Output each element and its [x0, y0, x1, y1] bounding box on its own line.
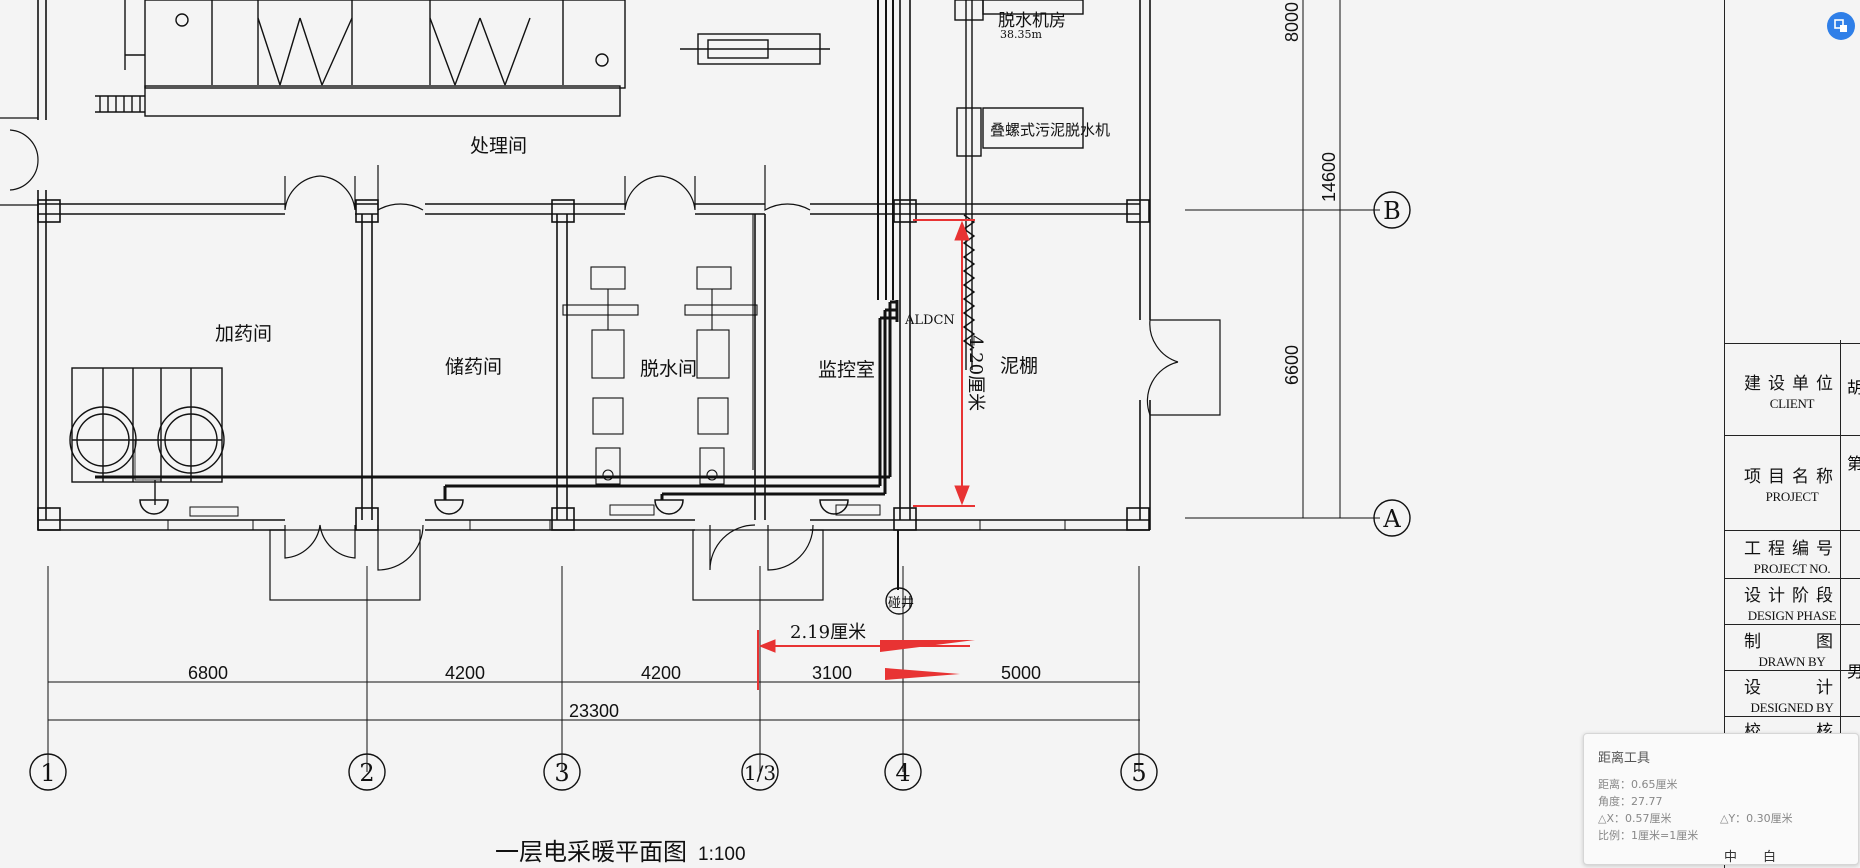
title-block-row-drawn-by: 制 图 DRAWN BY: [1724, 624, 1860, 671]
axis-label-a: A: [1382, 505, 1401, 533]
title-block-value-client: 胡: [1847, 378, 1860, 397]
title-block-label-zh: 工程编号: [1744, 538, 1840, 559]
measure-tool-scale: 比例：1厘米=1厘米: [1598, 829, 1699, 842]
dimension-lines: [47, 0, 1380, 772]
dim-bottom-2: 4200: [445, 663, 485, 683]
title-block-label-zh: 设计阶段: [1744, 585, 1840, 606]
axis-label-1: 1: [40, 759, 55, 787]
measure-label-vertical: 4.20厘米: [965, 335, 986, 411]
room-label-shed: 泥棚: [1000, 355, 1038, 377]
app-switch-button[interactable]: [1827, 12, 1855, 40]
measure-tool-dx: △X：0.57厘米: [1598, 812, 1672, 825]
title-block-value-column: 胡 第 男: [1840, 340, 1860, 760]
dim-total: 23300: [569, 701, 619, 721]
screw-press: [954, 0, 1084, 370]
dim-right-2: 14600: [1319, 152, 1339, 202]
dim-bottom-1: 6800: [188, 663, 228, 683]
measure-tool-dy: △Y：0.30厘米: [1720, 812, 1793, 825]
dim-right-3: 6600: [1282, 345, 1302, 385]
pipes: [95, 0, 899, 590]
dim-bottom-4: 3100: [812, 663, 852, 683]
axis-label-1-3: 1/3: [744, 761, 776, 785]
measure-tool-panel[interactable]: 距离工具 距离：0.65厘米 角度：27.77 △X：0.57厘米 △Y：0.3…: [1583, 733, 1859, 865]
measure-overlay: [757, 219, 975, 690]
dim-bottom-3: 4200: [641, 663, 681, 683]
title-block-label-zh: 项目名称: [1744, 467, 1840, 487]
trench-label: 碰井: [888, 596, 914, 611]
walls: [37, 0, 1151, 531]
title-block-row-project: 项目名称 PROJECT: [1724, 435, 1860, 531]
title-block-label-zh: 设 计: [1744, 677, 1840, 698]
measure-label-horizontal: 2.19厘米: [790, 622, 866, 643]
title-block-row-client: 建设单位 CLIENT: [1724, 343, 1860, 436]
title-block-label-zh: 建设单位: [1744, 373, 1840, 394]
title-block-value-project: 第: [1847, 454, 1860, 473]
room-label-dewater-machine: 脱水机房: [998, 11, 1066, 31]
title-block-row-design-phase: 设计阶段 DESIGN PHASE: [1724, 578, 1860, 625]
title-block-label-zh: 制 图: [1744, 631, 1840, 652]
treatment-tanks: [95, 0, 830, 117]
doors: [0, 117, 1221, 601]
room-label-treatment: 处理间: [470, 135, 527, 157]
title-block-label-en: CLIENT: [1769, 395, 1815, 411]
title-block-label-en: DESIGN PHASE: [1747, 607, 1837, 623]
room-label-storage: 储药间: [445, 356, 502, 378]
room-label-monitor: 监控室: [818, 359, 875, 381]
title-block-row-designed-by: 设 计 DESIGNED BY: [1724, 670, 1860, 717]
equipment-label-screw-press: 叠螺式污泥脱水机: [990, 121, 1110, 139]
plan-scale: 1:100: [698, 844, 746, 865]
title-block-label-en: PROJECT NO.: [1753, 560, 1831, 576]
axis-bubbles: [29, 191, 1411, 791]
dewater-units: [562, 214, 758, 485]
trench-pit: [885, 587, 913, 615]
measure-tool-angle: 角度：27.77: [1598, 795, 1663, 808]
floor-drain: [139, 499, 849, 515]
axis-label-b: B: [1383, 197, 1401, 225]
axis-label-5: 5: [1131, 759, 1146, 787]
axis-label-4: 4: [895, 759, 910, 787]
title-block-label-en: DESIGNED BY: [1750, 699, 1834, 715]
measure-tool-hidden-text: 中 白: [1724, 850, 1777, 865]
dim-bottom-5: 5000: [1001, 663, 1041, 683]
dosing-tanks: [69, 367, 225, 505]
measure-tool-title: 距离工具: [1598, 751, 1651, 766]
title-block-label-en: DRAWN BY: [1758, 653, 1826, 669]
room-area-note: 38.35m: [1000, 28, 1042, 41]
equipment-label-aldcn: ALDCN: [904, 313, 955, 328]
plan-title: 一层电采暖平面图: [495, 838, 687, 866]
windows: [167, 504, 1066, 531]
room-label-dewater: 脱水间: [640, 358, 697, 380]
title-block-label-en: PROJECT: [1765, 489, 1819, 504]
title-block-row-project-no: 工程编号 PROJECT NO.: [1724, 530, 1860, 579]
axis-label-2: 2: [359, 759, 374, 787]
app-switch-icon: [1834, 19, 1847, 32]
room-label-dosing: 加药间: [215, 323, 272, 345]
dim-right-1: 8000: [1282, 2, 1302, 42]
title-block: [1724, 0, 1860, 868]
measure-tool-distance: 距离：0.65厘米: [1598, 778, 1678, 791]
title-block-value-drawn: 男: [1847, 662, 1860, 681]
axis-label-3: 3: [554, 759, 569, 787]
